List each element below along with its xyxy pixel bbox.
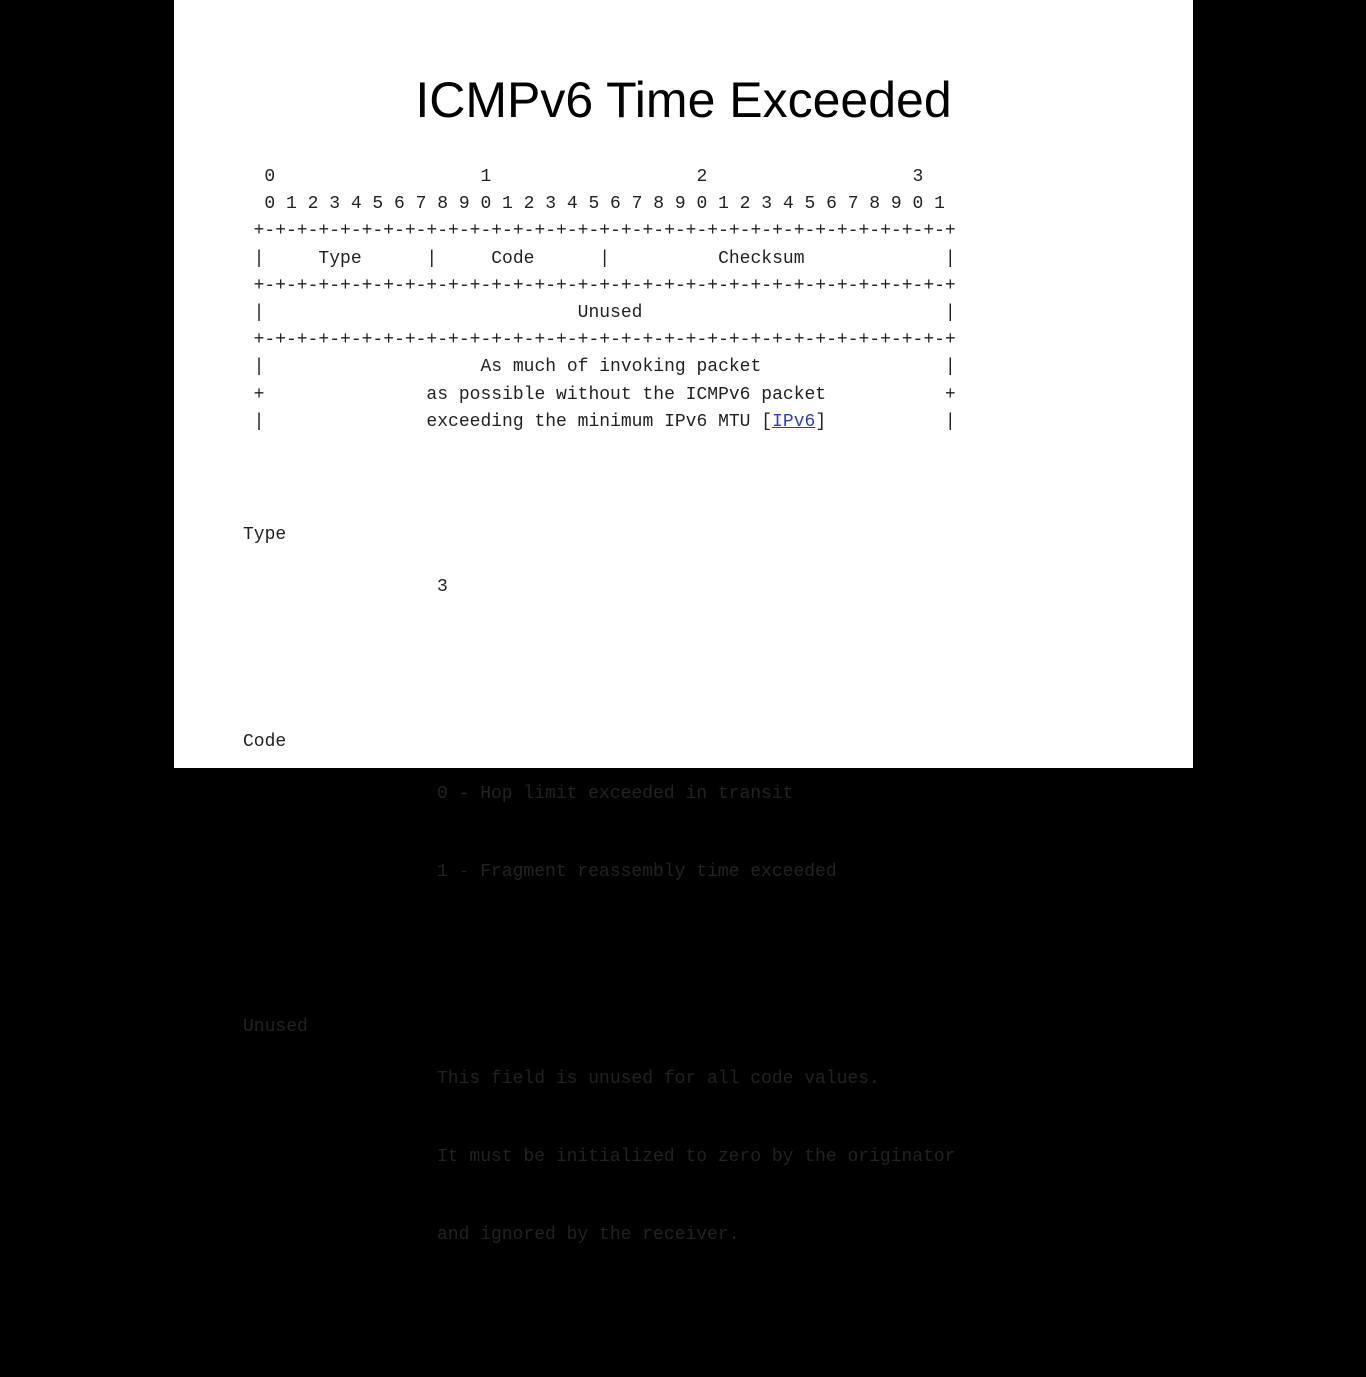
- definition-line: 0 - Hop limit exceeded in transit: [437, 784, 794, 804]
- definition-line: This field is unused for all code values…: [437, 1069, 880, 1089]
- definition-code: Code 0 - Hop limit exceeded in transit 1…: [243, 729, 955, 937]
- definition-line: 1 - Fragment reassembly time exceeded: [437, 862, 837, 882]
- bit-units-row: 0 1 2 3 4 5 6 7 8 9 0 1 2 3 4 5 6 7 8 9 …: [232, 194, 945, 215]
- definition-line: and ignored by the receiver.: [437, 1225, 740, 1245]
- definition-type: Type 3: [243, 522, 955, 652]
- slide: ICMPv6 Time Exceeded 0 1 2 3 0 1 2 3 4 5…: [174, 0, 1193, 1245]
- header-fields-row: | Type | Code | Checksum |: [232, 248, 956, 269]
- definition-term: Unused: [243, 1017, 308, 1037]
- definition-line: It must be initialized to zero by the or…: [437, 1147, 956, 1167]
- definition-description: This field is unused for all code values…: [437, 1014, 955, 1300]
- definition-description: 0 - Hop limit exceeded in transit 1 - Fr…: [437, 729, 837, 937]
- field-definitions: Type 3 Code 0 - Hop limit exceeded in tr…: [243, 470, 955, 1377]
- unused-field-row: | Unused |: [232, 302, 956, 323]
- definition-term: Code: [243, 732, 287, 752]
- payload-row-3-text: | exceeding the minimum IPv6 MTU [: [232, 411, 773, 432]
- payload-row-3-end: ] |: [815, 411, 956, 432]
- diagram-rule: +-+-+-+-+-+-+-+-+-+-+-+-+-+-+-+-+-+-+-+-…: [232, 330, 956, 351]
- slide-title: ICMPv6 Time Exceeded: [415, 72, 952, 128]
- bit-tens-row: 0 1 2 3: [232, 167, 924, 187]
- diagram-rule: +-+-+-+-+-+-+-+-+-+-+-+-+-+-+-+-+-+-+-+-…: [232, 275, 956, 296]
- definition-line: 3: [437, 577, 448, 597]
- payload-row-1: | As much of invoking packet |: [232, 357, 956, 378]
- diagram-rule: +-+-+-+-+-+-+-+-+-+-+-+-+-+-+-+-+-+-+-+-…: [232, 221, 956, 242]
- payload-row-3: | exceeding the minimum IPv6 MTU [IPv6] …: [232, 409, 956, 436]
- definition-unused: Unused This field is unused for all code…: [243, 1014, 955, 1300]
- ipv6-reference-link[interactable]: IPv6: [772, 411, 816, 432]
- presentation-view: ICMPv6 Time Exceeded 0 1 2 3 0 1 2 3 4 5…: [174, 0, 1193, 1245]
- definition-description: 3: [437, 522, 545, 652]
- payload-row-2: + as possible without the ICMPv6 packet …: [232, 384, 956, 405]
- definition-term: Type: [243, 525, 287, 545]
- packet-diagram: 0 1 2 3 0 1 2 3 4 5 6 7 8 9 0 1 2 3 4 5 …: [232, 164, 956, 436]
